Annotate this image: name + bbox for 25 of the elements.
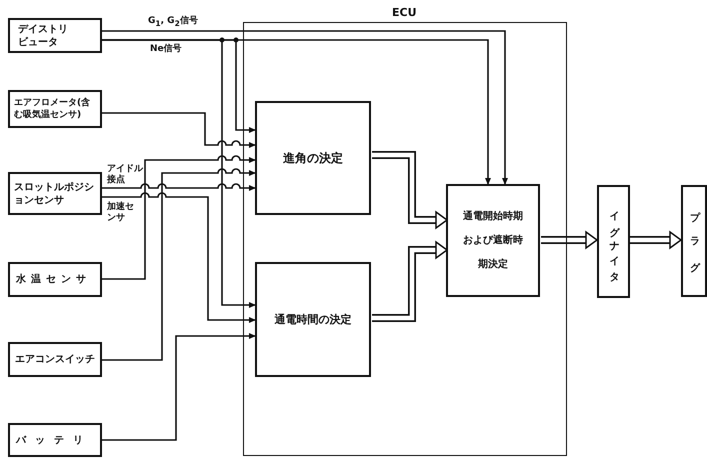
arrow (102, 168, 256, 361)
arrow (102, 112, 256, 148)
sensor-box: バッテリ (8, 423, 102, 457)
arrow (102, 155, 256, 280)
process-box: 通電開始時期および遮断時期決定 (446, 184, 540, 297)
arrow (102, 192, 256, 323)
sensor-box: エアコンスイッチ (8, 342, 102, 377)
sensor-box: デイストリビュータ (8, 18, 102, 53)
hollow-arrow (372, 151, 448, 230)
hollow-arrow (372, 240, 448, 322)
signal-label: Ne信号 (150, 44, 183, 55)
process-box: 通電時間の決定 (255, 262, 371, 377)
hollow-arrow (630, 230, 682, 250)
hollow-arrow (541, 230, 598, 250)
signal-label: G$_{1}$, G$_{2}$信号 (148, 16, 199, 29)
process-box: 進角の決定 (255, 101, 371, 215)
sensor-box: 水温センサ (8, 262, 102, 297)
signal-label: アイドル接点 (107, 164, 144, 186)
sensor-box: エアフロメータ(含む吸気温センサ) (8, 90, 102, 128)
arrow (102, 333, 256, 441)
arrow (102, 183, 256, 191)
signal-label: 加速センサ (107, 202, 135, 224)
ecu-label: ECU (392, 6, 417, 19)
arrow (102, 39, 256, 308)
sensor-box: スロットルポジションセンサ (8, 172, 102, 215)
